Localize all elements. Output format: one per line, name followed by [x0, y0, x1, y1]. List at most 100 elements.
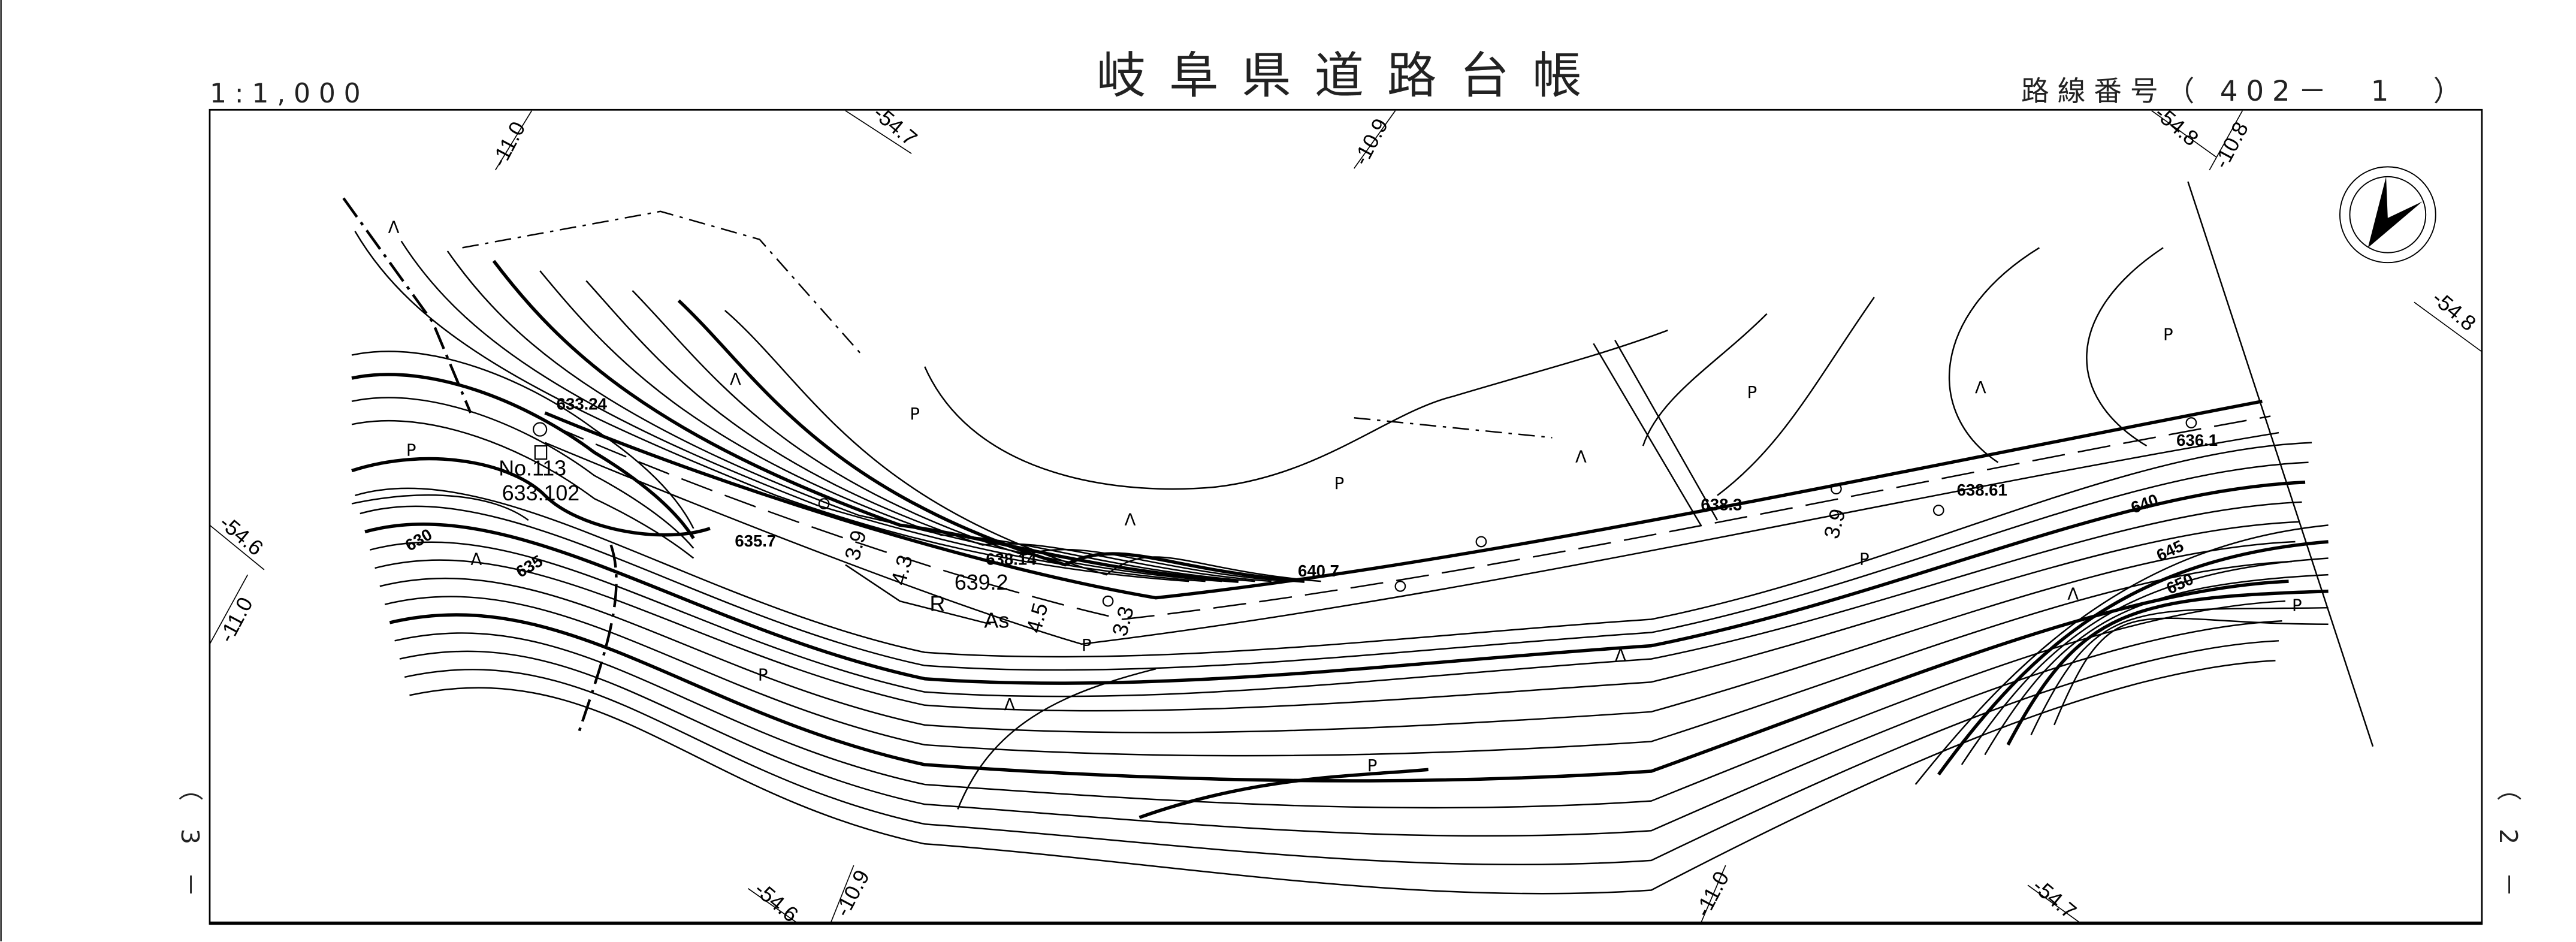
boundary-dashdot — [576, 544, 618, 736]
station-elevation: 633.102 — [502, 481, 579, 505]
curve-label: R — [929, 592, 945, 616]
contour-line — [354, 231, 1189, 582]
contour-line — [360, 461, 2309, 671]
grid-label-bottom: -10.9 — [830, 866, 874, 920]
contour-line — [351, 419, 694, 559]
grid-label-top: -54.8 — [2150, 101, 2203, 150]
grid-label-top: -10.8 — [2209, 118, 2254, 173]
width-label: 4.3 — [886, 552, 917, 587]
contour-lines — [351, 231, 2329, 895]
elevation-label: 638.61 — [1957, 481, 2007, 499]
elevation-label: 638.14 — [986, 550, 1037, 569]
elevation-label: 640.7 — [1298, 561, 1339, 580]
wasteland-symbol: Λ — [1575, 448, 1587, 467]
contour-line — [2006, 589, 2329, 746]
contour-line — [400, 240, 1206, 582]
field-symbol: P — [910, 404, 920, 424]
contour-line — [394, 600, 2286, 809]
contour-line — [404, 640, 2279, 866]
wasteland-symbol: Λ — [470, 550, 482, 569]
contour-line — [369, 501, 2302, 698]
contour-line — [379, 541, 2296, 733]
wasteland-symbol: Λ — [1615, 645, 1626, 665]
contour-line — [351, 373, 695, 539]
contour-line — [409, 660, 2276, 895]
wasteland-symbol: Λ — [2067, 584, 2079, 603]
grid-label-bottom: -54.7 — [2028, 874, 2080, 923]
elevation-label: 638.3 — [1701, 496, 1742, 514]
field-symbol: P — [1334, 474, 1345, 493]
surface-label: As — [984, 608, 1009, 632]
field-symbol: P — [758, 665, 768, 684]
width-label: 3.3 — [1108, 603, 1139, 638]
grid-label-right: -54.8 — [2427, 286, 2480, 336]
field-symbol: P — [1747, 383, 1757, 402]
survey-markers — [533, 417, 2197, 607]
contour-line — [1961, 557, 2329, 765]
wasteland-symbol: Λ — [730, 370, 741, 389]
contour-line — [1984, 573, 2329, 756]
field-symbol: P — [2292, 596, 2302, 615]
contour-line — [446, 250, 1222, 582]
contour-line — [539, 270, 1255, 582]
elevation-label: 636.1 — [2176, 431, 2218, 449]
scale-label: 1:1,000 — [210, 78, 369, 109]
field-symbol: P — [1367, 756, 1378, 775]
contour-line — [677, 299, 1305, 583]
contour-line — [384, 560, 2293, 757]
contour-label: 630 — [402, 525, 435, 555]
contour-line — [375, 521, 2299, 712]
route-number: 路線番号（ 402－ 1 ） — [2021, 76, 2469, 108]
contour-label: 635 — [513, 551, 546, 581]
width-label: 3.9 — [1819, 506, 1850, 541]
grid-label-top: -11.0 — [487, 117, 530, 171]
contour-line — [924, 330, 1668, 490]
grid-label-left: -54.6 — [215, 511, 268, 560]
contour-line — [364, 480, 2306, 685]
map-boundary-line — [2187, 181, 2374, 747]
sheet-side-label-left: （ 3 － — [176, 776, 204, 907]
north-arrow-icon — [2339, 166, 2436, 264]
contour-line — [2053, 617, 2329, 726]
land-use-symbols: Λ Λ Λ Λ Λ Λ Λ Λ Λ P P P P P P P P P P — [388, 218, 2302, 775]
field-symbol: P — [2163, 325, 2173, 345]
contour-line — [2030, 606, 2329, 735]
grid-label-top: -10.9 — [1349, 114, 1393, 169]
grid-label-bottom: -54.6 — [750, 877, 802, 927]
contour-line — [351, 351, 694, 529]
contour-line — [632, 290, 1288, 582]
boundary-dashdot — [342, 197, 472, 413]
station-number: No.113 — [499, 457, 566, 481]
grid-label-left: -11.0 — [215, 593, 258, 647]
elevation-label: 633.24 — [557, 394, 608, 413]
contour-line — [1937, 540, 2329, 776]
boundary-dashdot — [1354, 417, 1553, 439]
contour-line — [399, 620, 2282, 837]
contour-line — [585, 280, 1272, 582]
contour-line — [351, 494, 529, 521]
contour-line — [1138, 768, 1429, 819]
wasteland-symbol: Λ — [1975, 378, 1986, 397]
contour-line — [389, 579, 2289, 783]
road — [544, 340, 2279, 645]
contour-line — [1948, 247, 2040, 463]
wasteland-symbol: Λ — [1004, 695, 1016, 714]
contour-line — [351, 397, 694, 549]
contour-line — [957, 668, 1156, 810]
elevation-label: 639.2 — [955, 570, 1008, 594]
wasteland-symbol: Λ — [1125, 510, 1136, 529]
contour-line — [1642, 313, 1768, 446]
width-label: 3.9 — [840, 528, 871, 563]
contour-line — [724, 310, 1321, 582]
boundary-dashdot — [462, 210, 863, 356]
contour-line — [2086, 247, 2164, 447]
field-symbol: P — [406, 441, 416, 460]
contour-line — [355, 442, 2312, 658]
contour-line — [1717, 297, 1875, 496]
field-symbol: P — [1082, 636, 1092, 655]
page-title: 岐阜県道路台帳 — [1097, 47, 1605, 104]
contour-line — [1914, 524, 2329, 785]
contour-line — [351, 457, 711, 537]
elevation-label: 635.7 — [735, 532, 776, 550]
